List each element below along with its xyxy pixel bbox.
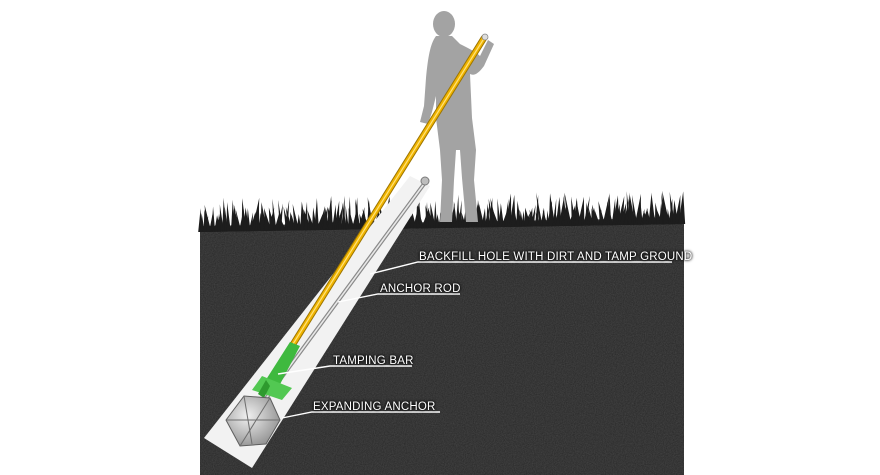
grass-blade (548, 193, 556, 227)
grass-blade (481, 208, 487, 228)
grass-blade (359, 213, 366, 230)
grass-blade (631, 194, 638, 225)
grass-blade (678, 191, 686, 225)
label-tamping-bar: TAMPING BAR (333, 355, 414, 367)
grass-blade (246, 208, 251, 232)
grass-blade (211, 206, 216, 232)
grass-blade (355, 198, 361, 230)
grass-blade (669, 191, 675, 225)
grass-blade (674, 194, 681, 225)
label-expanding-anchor: EXPANDING ANCHOR (313, 401, 436, 413)
label-anchor-rod: ANCHOR ROD (380, 283, 461, 295)
soil-block (200, 218, 684, 475)
grass-blade (498, 203, 504, 228)
grass-blade (314, 197, 319, 231)
grass-blade (593, 207, 601, 226)
grass-blade (581, 197, 585, 226)
leader-backfill (369, 261, 672, 275)
grass-blade (272, 198, 277, 231)
leader-tamping-bar (277, 365, 412, 375)
leader-anchor-rod (337, 293, 460, 303)
grass-blade (433, 200, 438, 229)
person-silhouette (420, 11, 494, 222)
grass-blade (417, 209, 425, 229)
grass-blade (296, 214, 302, 231)
tamping-bar-foot (262, 342, 300, 392)
grass-blade (425, 204, 432, 229)
grass-blade (626, 191, 631, 225)
grass-blade (278, 214, 287, 231)
grass-blade (535, 212, 541, 227)
grass-blade (536, 192, 543, 227)
grass-blade (292, 203, 300, 231)
grass-blade (455, 194, 460, 228)
grass-blade (564, 192, 572, 226)
grass-blade (204, 204, 212, 232)
grass-blade (345, 205, 350, 230)
grass-blade (529, 209, 538, 227)
grass-blade (521, 210, 526, 227)
expanding-anchor (225, 395, 281, 447)
grass-blade (228, 215, 236, 232)
anchor-rod (260, 176, 430, 406)
grass-blade (598, 201, 606, 226)
grass-blade (607, 201, 614, 226)
grass-blade (486, 203, 491, 228)
grass-blade (458, 208, 464, 228)
grass-blade (348, 207, 355, 230)
label-backfill: BACKFILL HOLE WITH DIRT AND TAMP GROUND (419, 251, 693, 263)
grass-blade (226, 202, 231, 232)
grass-blade (362, 208, 369, 230)
grass-blade (199, 213, 205, 232)
leader-expanding-anchor (281, 411, 440, 419)
grass-blade (637, 201, 643, 225)
grass-blade (497, 198, 501, 228)
tamping-bar (252, 33, 489, 400)
callout-lines (277, 261, 672, 419)
grass-blade (235, 208, 242, 232)
